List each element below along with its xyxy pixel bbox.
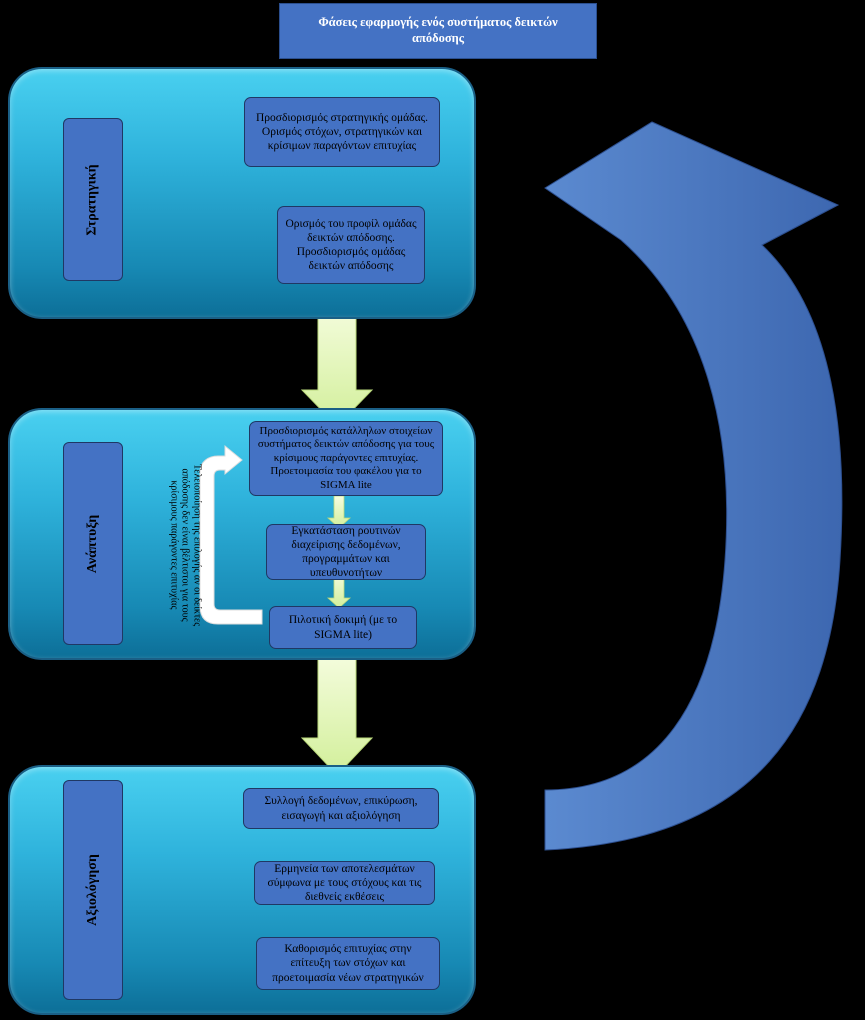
loop-note-text: Τελειοποίηση της επιλογής αν οι δείκτες … <box>168 463 203 627</box>
step-development-2: Εγκατάσταση ρουτινών διαχείρισης δεδομέν… <box>266 524 426 580</box>
step-development-3: Πιλοτική δοκιμή (με το SIGMA lite) <box>269 606 417 649</box>
loop-note: Τελειοποίηση της επιλογής αν οι δείκτες … <box>120 460 250 630</box>
diagram-title: Φάσεις εφαρμογής ενός συστήματος δεικτών… <box>279 3 597 59</box>
phase-label-strategy: Στρατηγική <box>63 118 123 281</box>
cycle-arrow <box>544 121 843 851</box>
step-strategy-2: Ορισμός του προφίλ ομάδας δεικτών απόδοσ… <box>277 206 425 284</box>
arrow-development-to-evaluation <box>300 649 374 776</box>
phase-label-evaluation: Αξιολόγηση <box>63 780 123 1000</box>
phase-label-development-text: Ανάπτυξη <box>85 514 101 573</box>
phase-label-development: Ανάπτυξη <box>63 442 123 645</box>
step-evaluation-1: Συλλογή δεδομένων, επικύρωση, εισαγωγή κ… <box>243 788 439 829</box>
step-evaluation-2: Ερμηνεία των αποτελεσμάτων σύμφωνα με το… <box>254 861 435 905</box>
step-evaluation-3: Καθορισμός επιτυχίας στην επίτευξη των σ… <box>256 937 440 990</box>
step-strategy-1: Προσδιορισμός στρατηγικής ομάδας. Ορισμό… <box>244 97 440 167</box>
phase-label-strategy-text: Στρατηγική <box>85 163 101 236</box>
phase-label-evaluation-text: Αξιολόγηση <box>85 854 101 926</box>
step-development-1: Προσδιορισμός κατάλληλων στοιχείων συστή… <box>249 421 443 496</box>
